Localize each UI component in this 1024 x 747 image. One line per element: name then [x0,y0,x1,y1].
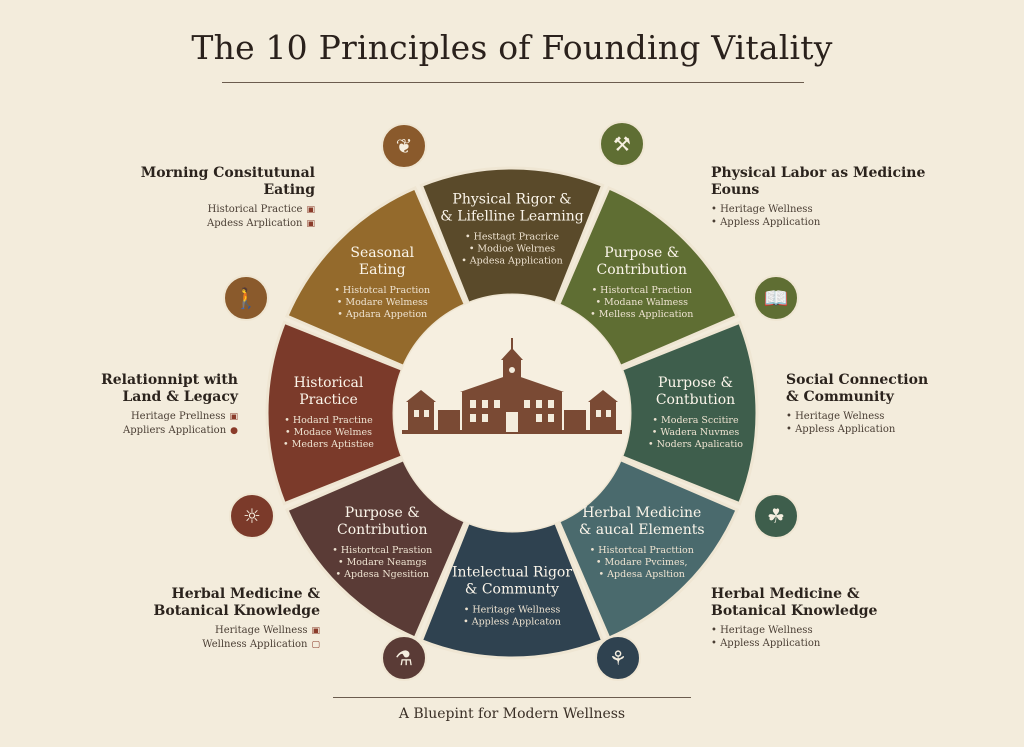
tag-icon: ▣ [311,626,320,636]
side-label-title: Herbal Medicine & [711,586,860,602]
side-label-title: Relationnipt with [101,372,238,388]
svg-text:☼: ☼ [243,504,261,528]
segment-item: • Histortcal Prastion [332,545,432,556]
svg-text:☘: ☘ [767,504,785,528]
side-label-title: Herbal Medicine & [171,586,320,602]
side-label-item: Appless Application [786,423,976,436]
tag-icon: ▣ [306,219,315,229]
side-label-title: Botanical Knowledge [711,603,878,619]
book-icon: 📖 [753,275,799,321]
side-label-item: Heritage Welness [786,410,976,423]
segment-item: • Modera Sccitire [652,415,739,426]
segment-item: • Meders Aptistiee [283,439,374,450]
tag-icon: ▣ [229,412,238,422]
segment-title: Eating [359,262,406,278]
segment-title: & Communty [465,582,559,598]
hiker-icon: 🚶 [223,275,269,321]
segment-item: • Melless Application [590,309,693,320]
side-label-title: Physical Labor as Medicine [711,165,926,181]
segment-item: • Histortcal Praction [592,285,692,296]
svg-text:❦: ❦ [396,134,413,158]
segment-item: • Appless Applcaton [463,617,561,628]
segment-title: Contbution [656,392,735,408]
segment-title: Practice [299,392,358,408]
side-label-title: Land & Legacy [122,389,238,405]
segment-item: • Noders Apalicatio [648,439,743,450]
segment-item: • Modare Neamgs [338,557,427,568]
svg-text:📖: 📖 [764,286,789,310]
side-label-item: Historical Practice [207,204,303,215]
hammer-icon: ⚒ [599,121,645,167]
side-label-item: Apdess Arplication [207,218,303,229]
segment-item: • Modioe Welrnes [469,244,555,255]
segment-item: • Histotcal Praction [334,285,430,296]
building-illustration [402,338,622,434]
segment-item: • Hesttagt Pracrice [465,232,559,243]
side-label-item: Heritage Wellness [711,624,911,637]
side-label-title: Eating [263,182,316,198]
segment-item: • Apdesa Application [461,256,563,267]
side-label-title: & Community [786,389,894,405]
segment-title: & aucal Elements [579,522,705,538]
segment-item: • Apdesa Ngesition [336,569,429,580]
segment-title: Purpose & [345,505,420,521]
svg-text:⚗: ⚗ [395,646,413,670]
side-label-title: Eouns [711,182,760,198]
side-label-item: Appliers Application [123,425,227,436]
segment-title: Contribution [597,262,687,278]
segment-item: • Modare Welmess [337,297,428,308]
segment-item: • Apdesa Apsltion [599,569,685,580]
tag-icon: ▢ [311,640,320,650]
title-underline [222,82,804,83]
footer-subtitle: A Bluepint for Modern Wellness [398,706,626,722]
segment-title: Herbal Medicine [582,505,701,521]
side-label-item: Wellness Application [202,639,308,650]
side-label-right-2: Social Connection & Community Heritage W… [786,372,976,436]
tag-icon: ● [230,426,238,436]
bowl-plant-icon: ☘ [753,493,799,539]
side-label-right-1: Physical Labor as Medicine Eouns Heritag… [711,165,951,229]
segment-item: • Histortcal Practtion [590,545,694,556]
page-title: The 10 Principles of Founding Vitality [191,28,833,67]
segment-item: • Apdara Appetion [337,309,427,320]
tag-icon: ▣ [306,205,315,215]
sun-moon-icon: ☼ [229,493,275,539]
segment-item: • Modane Walmess [595,297,688,308]
segment-title: Intelectual Rigor [452,565,572,581]
segment-item: • Modace Welmes [285,427,372,438]
segment-title: Physical Rigor & [452,192,571,208]
segment-item: • Modare Pvcimes, [596,557,688,568]
segment-item: • Wadera Nuvmes [652,427,740,438]
side-label-left-3: Herbal Medicine & Botanical Knowledge He… [130,586,320,652]
segment-title: Seasonal [350,245,414,261]
segment-title: Historical [294,375,364,391]
side-label-item: Appless Application [711,216,951,229]
leaf-icon: ❦ [381,123,427,169]
side-label-item: Heritage Prellness [130,411,226,422]
side-label-title: Social Connection [786,372,929,388]
segment-title: Purpose & [658,375,733,391]
side-label-left-2: Relationnipt with Land & Legacy Heritage… [90,372,238,438]
side-label-title: Botanical Knowledge [153,603,320,619]
segment-item: • Heritage Wellness [464,605,561,616]
side-label-title: Morning Consitutunal [140,165,315,181]
hand-sprout-icon: ⚘ [595,635,641,681]
side-label-item: Appless Application [711,637,911,650]
segment-title: Purpose & [604,245,679,261]
svg-text:⚒: ⚒ [613,132,631,156]
footer-rule [333,697,691,698]
side-label-left-1: Morning Consitutunal Eating Historical P… [108,165,315,231]
side-label-item: Heritage Wellness [711,203,951,216]
side-label-item: Heritage Wellness [214,625,308,636]
segment-item: • Hodard Practine [284,415,373,426]
svg-text:⚘: ⚘ [609,646,627,670]
segment-title: & Lifelline Learning [440,209,583,225]
side-label-right-3: Herbal Medicine & Botanical Knowledge He… [711,586,911,650]
segment-title: Contribution [337,522,427,538]
svg-text:🚶: 🚶 [234,286,259,310]
mortar-pestle-icon: ⚗ [381,635,427,681]
